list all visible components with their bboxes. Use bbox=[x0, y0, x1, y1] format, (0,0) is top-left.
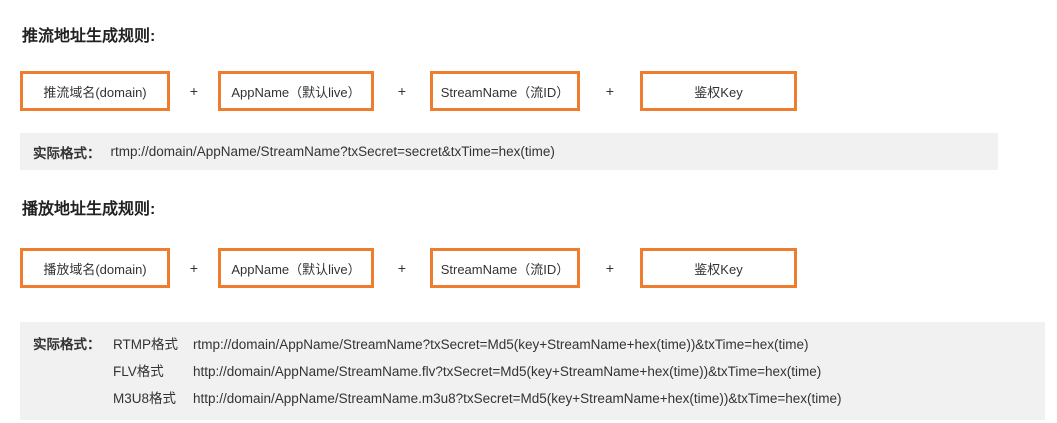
rtmp-format-name: RTMP格式 bbox=[113, 337, 179, 352]
push-format-label: 实际格式： bbox=[33, 145, 101, 161]
play-streamname-label: StreamName（流ID） bbox=[440, 261, 570, 277]
play-section-title: 播放地址生成规则: bbox=[22, 201, 156, 218]
play-authkey-label: 鉴权Key bbox=[694, 261, 743, 277]
plus-operator: + bbox=[189, 260, 199, 276]
push-appname-box: AppName（默认live） bbox=[218, 71, 374, 111]
push-appname-label: AppName（默认live） bbox=[231, 84, 361, 100]
plus-operator: + bbox=[397, 83, 407, 99]
rtmp-format-url: rtmp://domain/AppName/StreamName?txSecre… bbox=[193, 337, 809, 352]
push-streamname-box: StreamName（流ID） bbox=[430, 71, 580, 111]
push-section-title: 推流地址生成规则: bbox=[22, 28, 156, 45]
play-appname-label: AppName（默认live） bbox=[231, 261, 361, 277]
plus-operator: + bbox=[605, 260, 615, 276]
plus-operator: + bbox=[189, 83, 199, 99]
push-authkey-label: 鉴权Key bbox=[694, 84, 743, 100]
format-row-m3u8: M3U8格式 http://domain/AppName/StreamName.… bbox=[33, 385, 1045, 412]
play-components-row: 播放域名(domain) + AppName（默认live） + StreamN… bbox=[20, 248, 797, 288]
plus-operator: + bbox=[397, 260, 407, 276]
push-authkey-box: 鉴权Key bbox=[640, 71, 797, 111]
push-domain-box: 推流域名(domain) bbox=[20, 71, 170, 111]
play-streamname-box: StreamName（流ID） bbox=[430, 248, 580, 288]
push-components-row: 推流域名(domain) + AppName（默认live） + StreamN… bbox=[20, 71, 797, 111]
play-domain-box: 播放域名(domain) bbox=[20, 248, 170, 288]
format-label-spacer bbox=[33, 385, 113, 412]
push-domain-label: 推流域名(domain) bbox=[43, 84, 147, 100]
push-format-bar: 实际格式： rtmp://domain/AppName/StreamName?t… bbox=[20, 133, 998, 170]
format-row-flv: FLV格式 http://domain/AppName/StreamName.f… bbox=[33, 358, 1045, 385]
m3u8-format-url: http://domain/AppName/StreamName.m3u8?tx… bbox=[193, 391, 842, 406]
play-domain-label: 播放域名(domain) bbox=[43, 261, 147, 277]
plus-operator: + bbox=[605, 83, 615, 99]
format-row-rtmp: 实际格式： RTMP格式 rtmp://domain/AppName/Strea… bbox=[33, 331, 1045, 358]
flv-format-url: http://domain/AppName/StreamName.flv?txS… bbox=[193, 364, 822, 379]
play-authkey-box: 鉴权Key bbox=[640, 248, 797, 288]
play-appname-box: AppName（默认live） bbox=[218, 248, 374, 288]
format-label-spacer bbox=[33, 358, 113, 385]
flv-format-name: FLV格式 bbox=[113, 364, 164, 379]
play-format-block: 实际格式： RTMP格式 rtmp://domain/AppName/Strea… bbox=[20, 322, 1045, 420]
m3u8-format-name: M3U8格式 bbox=[113, 391, 177, 406]
push-streamname-label: StreamName（流ID） bbox=[440, 84, 570, 100]
push-format-url: rtmp://domain/AppName/StreamName?txSecre… bbox=[110, 144, 555, 159]
play-format-label: 实际格式： bbox=[33, 337, 101, 352]
